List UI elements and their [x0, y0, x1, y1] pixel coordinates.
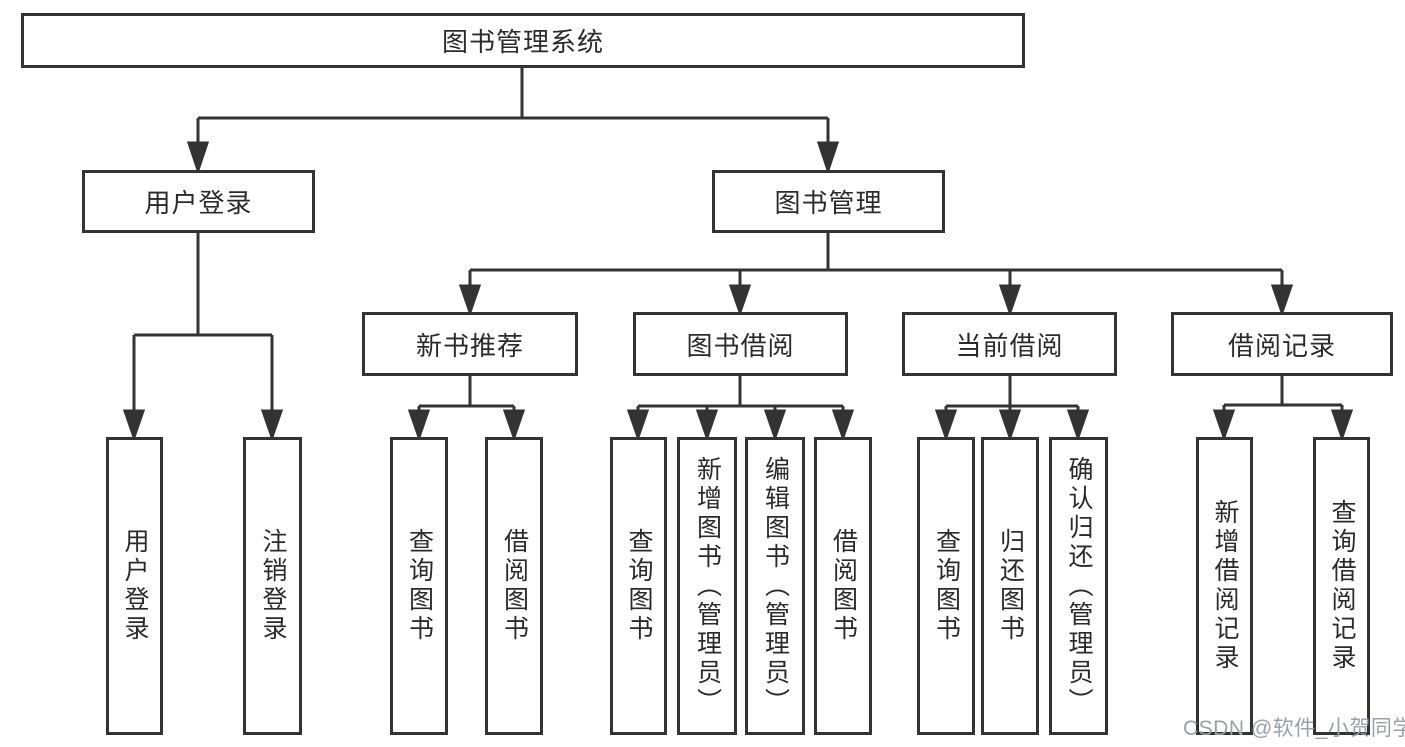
leaf-add-borrow-record: 新增借阅记录 [1196, 437, 1253, 735]
node-library-management-system-label: 图书管理系统 [441, 27, 604, 57]
leaf-confirm-return-admin: 确认归还（管理员） [1049, 437, 1108, 735]
leaf-borrow-books-rec: 借阅图书 [485, 437, 543, 735]
leaf-add-book-admin-label: 新增图书（管理员） [693, 455, 722, 717]
leaf-return-books: 归还图书 [981, 437, 1039, 735]
connector-borrowrecords-to-leaves [1212, 376, 1354, 442]
node-new-book-recommendation-label: 新书推荐 [415, 330, 524, 361]
leaf-query-books-rec-label: 查询图书 [405, 528, 434, 644]
leaf-borrow-books-rec-label: 借阅图书 [500, 528, 529, 644]
connector-userlogin-to-leaves [122, 233, 284, 442]
connector-currentborrow-to-leaves [934, 376, 1090, 442]
leaf-user-login: 用户登录 [106, 437, 163, 735]
connector-newbookrec-to-leaves [407, 376, 526, 442]
leaf-edit-book-admin: 编辑图书（管理员） [745, 437, 805, 735]
connector-root-to-level2 [186, 68, 840, 175]
leaf-logout-label: 注销登录 [259, 528, 287, 644]
leaf-borrow-books: 借阅图书 [814, 437, 872, 735]
leaf-query-books-rec: 查询图书 [390, 437, 448, 735]
leaf-query-books-current-label: 查询图书 [932, 528, 961, 644]
node-new-book-recommendation: 新书推荐 [362, 312, 578, 376]
node-book-management-label: 图书管理 [774, 188, 883, 218]
leaf-query-borrow-record: 查询借阅记录 [1313, 437, 1370, 735]
leaf-user-login-label: 用户登录 [121, 528, 149, 644]
watermark: CSDN @软件_小贺同学 [1183, 717, 1405, 740]
node-user-login: 用户登录 [82, 170, 315, 233]
node-library-management-system: 图书管理系统 [21, 13, 1025, 68]
leaf-query-books-borrow-label: 查询图书 [625, 528, 653, 644]
connector-bookmgmt-to-level3 [458, 233, 1294, 317]
node-current-borrowing: 当前借阅 [902, 312, 1117, 376]
node-borrowing-records: 借阅记录 [1171, 312, 1393, 376]
node-user-login-label: 用户登录 [144, 188, 253, 218]
node-book-management: 图书管理 [712, 170, 945, 233]
node-borrowing-records-label: 借阅记录 [1227, 330, 1336, 361]
leaf-add-book-admin: 新增图书（管理员） [677, 437, 737, 735]
node-current-borrowing-label: 当前借阅 [955, 330, 1064, 361]
leaf-add-borrow-record-label: 新增借阅记录 [1211, 499, 1239, 673]
leaf-confirm-return-admin-label: 确认归还（管理员） [1065, 455, 1093, 717]
leaf-query-books-current: 查询图书 [917, 437, 975, 735]
node-book-borrowing-label: 图书借阅 [686, 330, 795, 361]
leaf-return-books-label: 归还图书 [996, 528, 1025, 644]
leaf-borrow-books-label: 借阅图书 [829, 528, 858, 644]
node-book-borrowing: 图书借阅 [633, 312, 848, 376]
leaf-query-borrow-record-label: 查询借阅记录 [1328, 499, 1356, 673]
connector-bookborrow-to-leaves [626, 376, 855, 442]
leaf-edit-book-admin-label: 编辑图书（管理员） [761, 455, 790, 717]
leaf-query-books-borrow: 查询图书 [610, 437, 667, 735]
leaf-logout: 注销登录 [243, 437, 302, 735]
